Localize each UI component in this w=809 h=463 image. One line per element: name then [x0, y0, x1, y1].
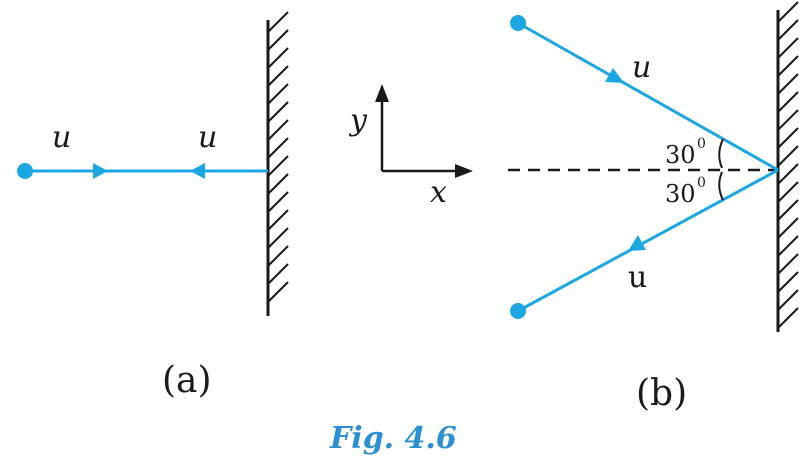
ray-b-incoming [517, 21, 779, 172]
x-axis-arrow [455, 164, 473, 178]
wall-a-hatching [267, 11, 289, 303]
arrow-b-outgoing [628, 235, 646, 251]
angle-unit-top: 0 [697, 136, 706, 152]
panel-a: u u (a) [17, 11, 289, 401]
x-axis-label: x [430, 175, 447, 210]
ball-b-end [510, 303, 526, 319]
wall-b-hatching [777, 1, 799, 329]
figure-caption: Fig. 4.6 [329, 421, 457, 456]
y-axis-arrow [375, 84, 389, 102]
label-b-outgoing: u [628, 260, 647, 295]
panel-label-a: (a) [162, 360, 212, 401]
angle-unit-bottom: 0 [697, 175, 706, 191]
angle-label-top: 30 [665, 141, 696, 169]
ball-b-start [510, 15, 526, 31]
wall-b [776, 1, 799, 332]
arrow-a-left [190, 163, 205, 179]
angle-label-bottom: 30 [665, 180, 696, 208]
panel-label-b: (b) [636, 373, 687, 414]
coordinate-axes: y x [348, 84, 473, 210]
wall-a [266, 11, 289, 316]
panel-b: u u 30 0 30 0 (b) [508, 1, 799, 414]
arrow-a-right [93, 163, 108, 179]
arrow-b-incoming [605, 68, 624, 83]
label-b-incoming: u [632, 50, 651, 85]
angle-arc-top [718, 138, 724, 169]
label-a-left: u [52, 120, 71, 155]
label-a-right: u [198, 120, 217, 155]
angle-arc-bottom [718, 171, 724, 201]
y-axis-label: y [348, 103, 368, 138]
ray-b-outgoing [517, 168, 779, 313]
ball-a [17, 163, 33, 179]
